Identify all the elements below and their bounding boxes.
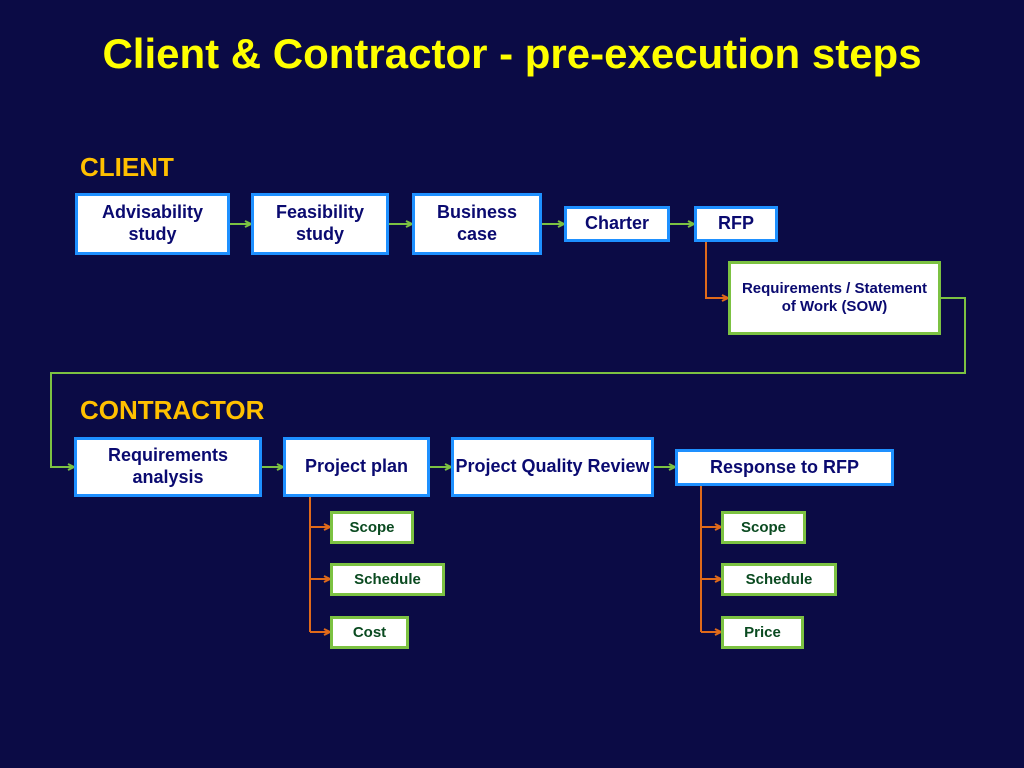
contractor-step-project-plan: Project plan [283, 437, 430, 497]
response-item-price: Price [721, 616, 804, 649]
contractor-step-project-quality-review: Project Quality Review [451, 437, 654, 497]
client-requirements-sow: Requirements / Statement of Work (SOW) [728, 261, 941, 335]
response-item-scope: Scope [721, 511, 806, 544]
contractor-step-response-to-rfp: Response to RFP [675, 449, 894, 486]
response-item-schedule: Schedule [721, 563, 837, 596]
client-step-business-case: Business case [412, 193, 542, 255]
plan-item-schedule: Schedule [330, 563, 445, 596]
client-step-charter: Charter [564, 206, 670, 242]
client-step-rfp: RFP [694, 206, 778, 242]
plan-item-cost: Cost [330, 616, 409, 649]
contractor-label: CONTRACTOR [80, 395, 265, 425]
client-label: CLIENT [80, 152, 174, 182]
slide-title: Client & Contractor - pre-execution step… [102, 30, 922, 77]
contractor-step-requirements-analysis: Requirements analysis [74, 437, 262, 497]
client-step-advisability-study: Advisability study [75, 193, 230, 255]
client-step-feasibility-study: Feasibility study [251, 193, 389, 255]
plan-item-scope: Scope [330, 511, 414, 544]
